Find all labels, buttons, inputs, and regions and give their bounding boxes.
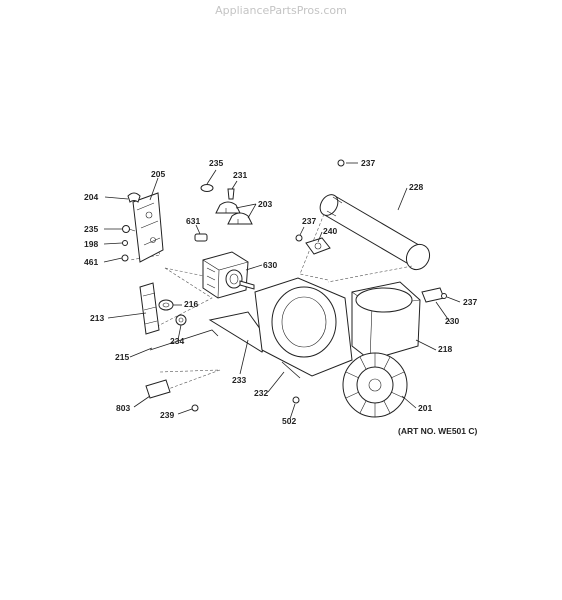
part-201-blower-wheel [342, 352, 408, 418]
callout-237: 237 [302, 216, 316, 226]
part-235-231-203 [200, 184, 253, 225]
callout-235: 235 [84, 224, 98, 234]
part-213-idler-assembly [139, 282, 219, 351]
callout-502: 502 [282, 416, 296, 426]
watermark-text: AppliancePartsPros.com [215, 4, 347, 17]
part-631-pad [194, 233, 208, 242]
callout-218: 218 [438, 344, 452, 354]
art-number-caption: (ART NO. WE501 C) [398, 426, 478, 436]
callout-230: 230 [445, 316, 459, 326]
callout-213: 213 [90, 313, 104, 323]
callout-228: 228 [409, 182, 423, 192]
callout-461: 461 [84, 257, 98, 267]
callout-216: 216 [184, 299, 198, 309]
part-630-motor [202, 251, 255, 299]
callout-205: 205 [151, 169, 165, 179]
callout-201: 201 [418, 403, 432, 413]
callout-237: 237 [361, 158, 375, 168]
callout-240: 240 [323, 226, 337, 236]
callout-631: 631 [186, 216, 200, 226]
part-239-screw [191, 404, 199, 412]
callout-215: 215 [115, 352, 129, 362]
part-232-rod [281, 361, 301, 379]
part-237-screw-top [337, 159, 345, 167]
small-fasteners-left [121, 225, 136, 262]
leader-lines [103, 162, 461, 420]
part-205-bracket [132, 192, 164, 263]
callout-203: 203 [258, 199, 272, 209]
part-218-blower-housing [254, 277, 421, 377]
callout-234: 234 [170, 336, 184, 346]
callout-233: 233 [232, 375, 246, 385]
callout-235: 235 [209, 158, 223, 168]
part-240-thermostat [295, 234, 331, 255]
callout-231: 231 [233, 170, 247, 180]
callout-237: 237 [463, 297, 477, 307]
part-502-screw [292, 396, 300, 404]
part-204-clip [127, 192, 141, 203]
callout-630: 630 [263, 260, 277, 270]
callout-803: 803 [116, 403, 130, 413]
callout-204: 204 [84, 192, 98, 202]
part-230-fuse [421, 287, 447, 303]
callout-198: 198 [84, 239, 98, 249]
part-803-bracket [145, 379, 171, 399]
callout-232: 232 [254, 388, 268, 398]
callout-239: 239 [160, 410, 174, 420]
